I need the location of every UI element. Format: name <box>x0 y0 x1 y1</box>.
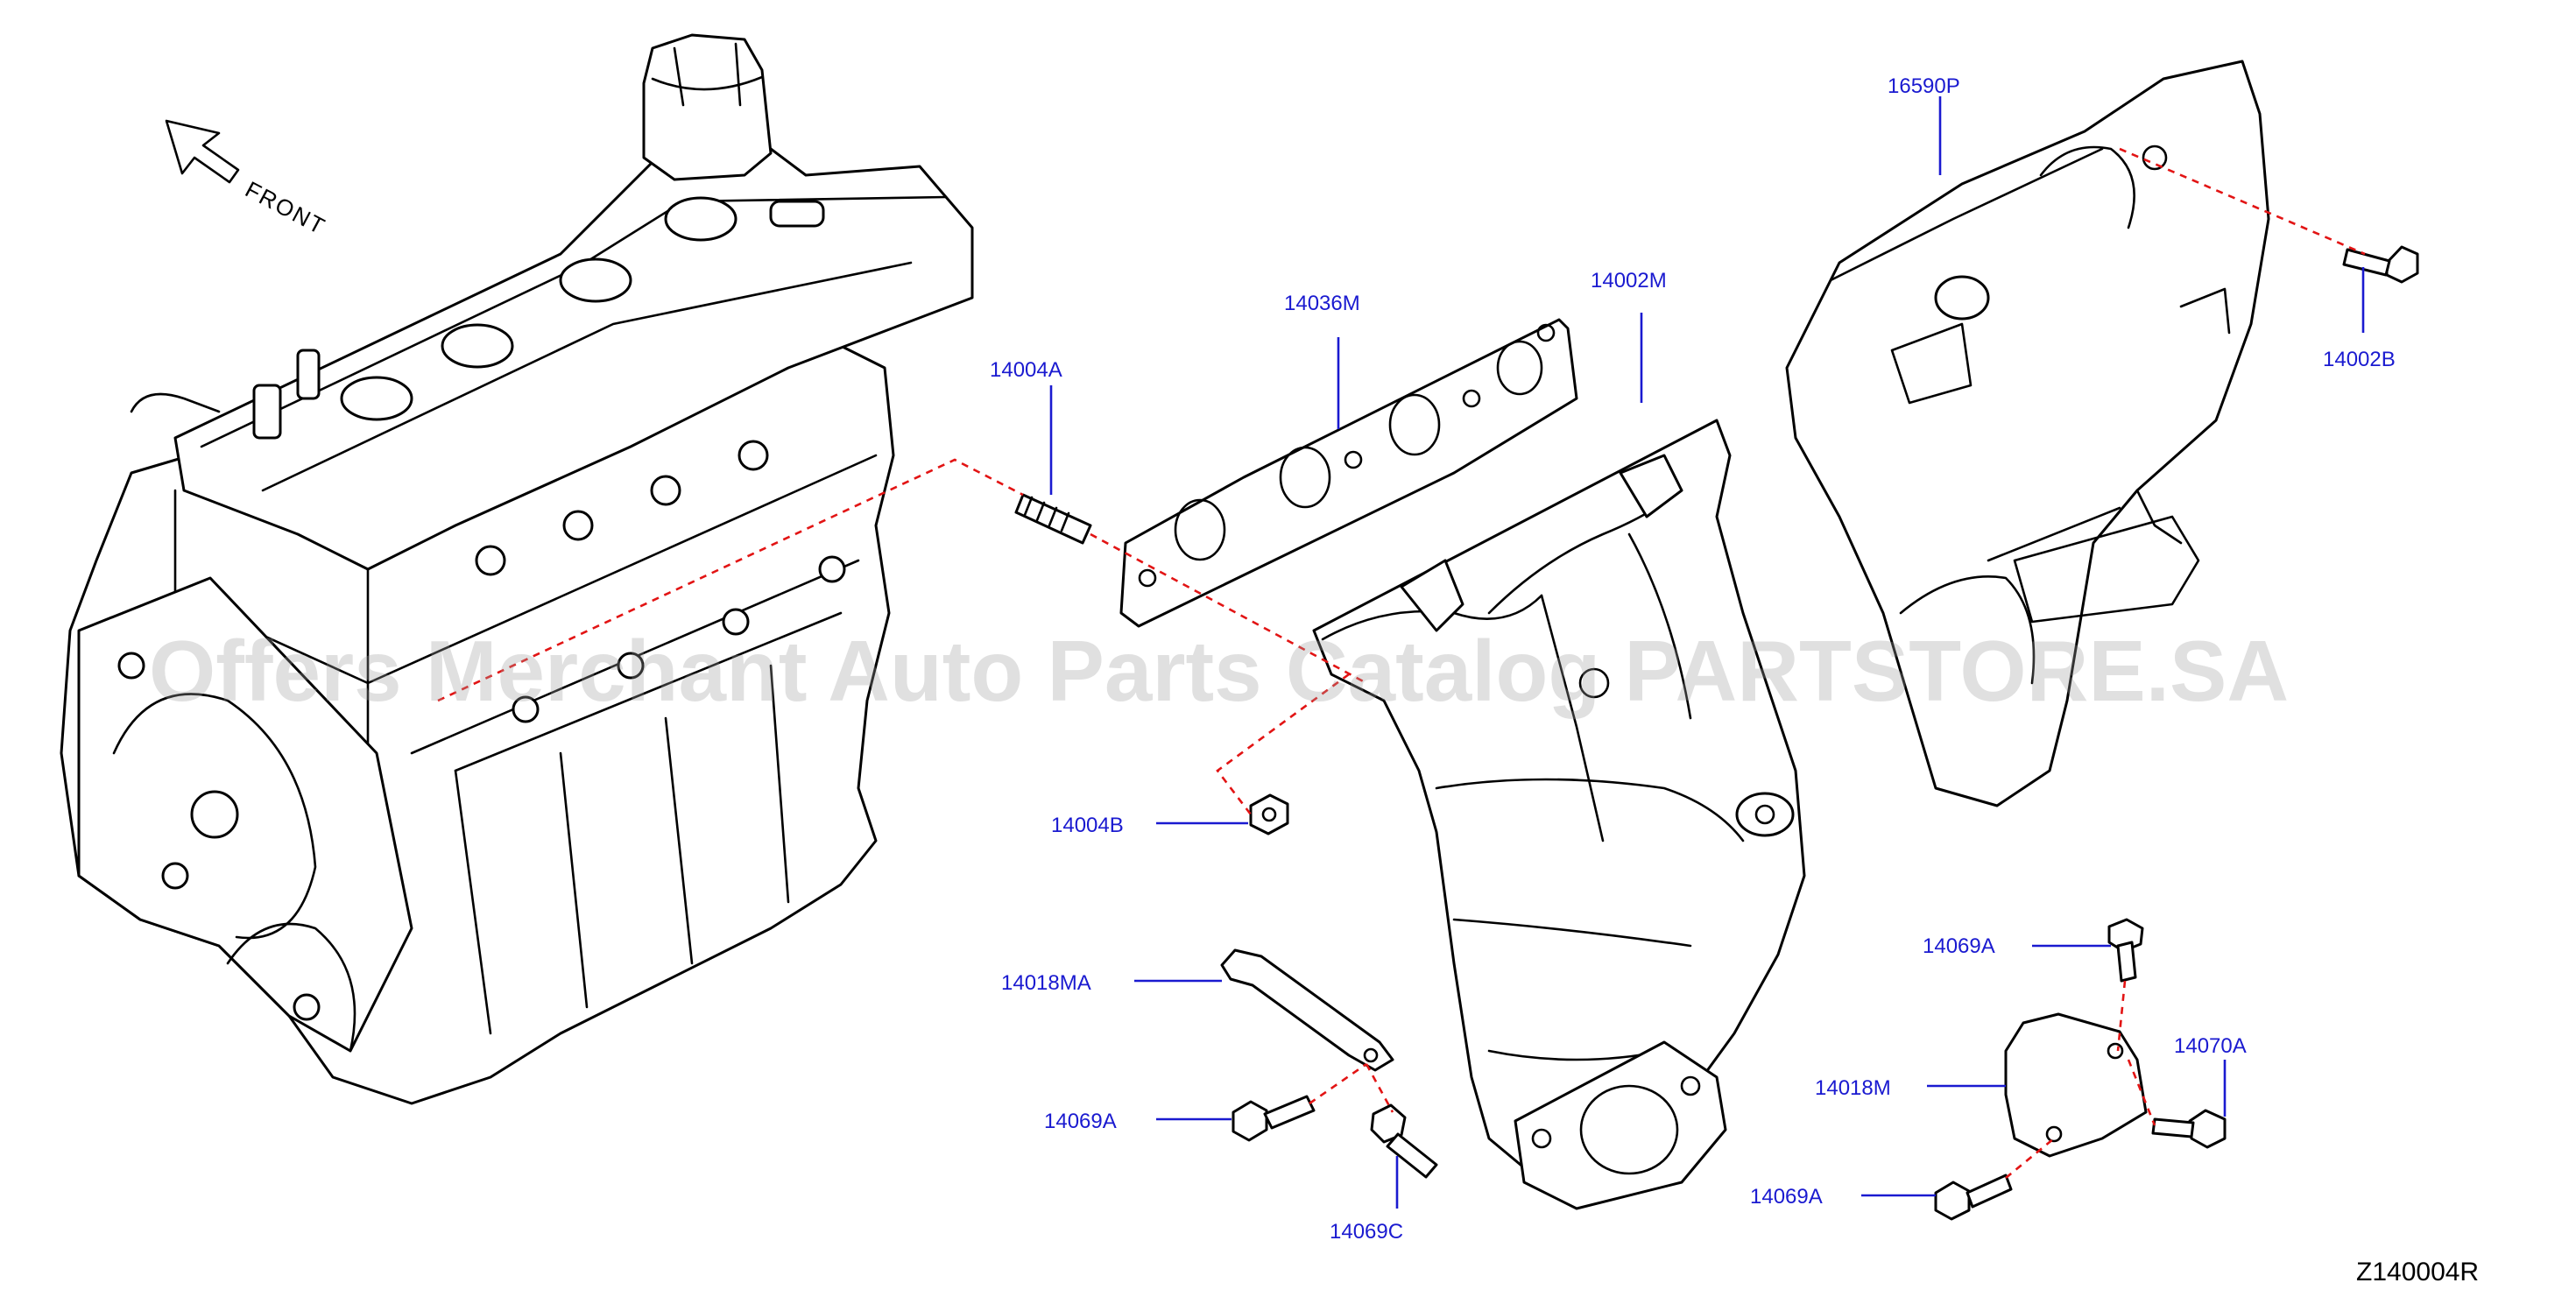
callout-14036m[interactable]: 14036M <box>1284 292 1360 315</box>
left-bracket-bolts <box>1232 1095 1438 1179</box>
right-bracket-bolts <box>1934 918 2227 1221</box>
front-arrow-icon <box>165 119 240 184</box>
stud-part <box>1014 493 1092 545</box>
callout-14069a-right-top[interactable]: 14069A <box>1923 934 1995 958</box>
callout-14070a[interactable]: 14070A <box>2174 1034 2247 1058</box>
diagram-reference-id: Z140004R <box>2356 1258 2479 1286</box>
heat-shield-bolt-part <box>2342 245 2419 284</box>
exhaust-manifold-with-catalyst <box>1312 419 1806 1210</box>
engine-assembly-drawing <box>60 33 974 1105</box>
exhaust-manifold-gasket <box>1119 318 1578 628</box>
callout-14018m[interactable]: 14018M <box>1815 1076 1891 1100</box>
watermark-text: Offers Merchant Auto Parts Catalog PARTS… <box>149 623 2289 719</box>
front-direction-indicator: FRONT <box>165 119 330 240</box>
callout-14069a-left[interactable]: 14069A <box>1044 1110 1117 1133</box>
callout-14069c[interactable]: 14069C <box>1330 1220 1403 1244</box>
callout-14004a[interactable]: 14004A <box>990 358 1062 382</box>
callout-leaders <box>1049 96 2365 1209</box>
front-label: FRONT <box>241 176 330 240</box>
callout-labels: 16590P 14002B 14036M 14002M 14004A 14004… <box>990 74 2396 1244</box>
callout-16590p[interactable]: 16590P <box>1888 74 1960 98</box>
assembly-guide-lines <box>437 147 2366 1180</box>
right-support-bracket <box>2004 1012 2148 1158</box>
callout-14069a-right-bottom[interactable]: 14069A <box>1750 1185 1823 1209</box>
callout-14018ma[interactable]: 14018MA <box>1001 971 1091 995</box>
left-support-bracket <box>1220 948 1394 1072</box>
callout-14002b[interactable]: 14002B <box>2323 348 2396 371</box>
manifold-heat-shield <box>1785 60 2270 807</box>
callout-14002m[interactable]: 14002M <box>1591 269 1667 293</box>
nut-part <box>1249 793 1289 835</box>
callout-14004b[interactable]: 14004B <box>1051 814 1124 837</box>
